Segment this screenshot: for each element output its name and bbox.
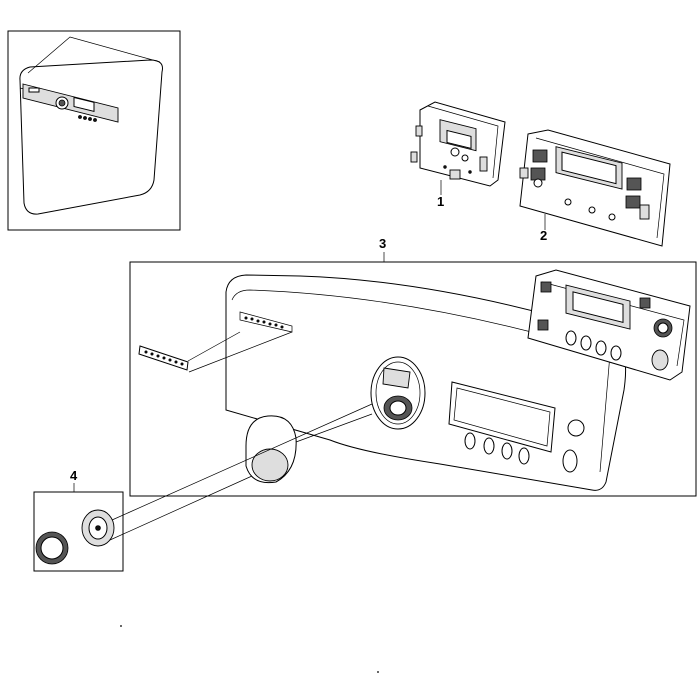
washer-illustration xyxy=(19,36,163,215)
part-2-main-board: 2 xyxy=(519,129,671,247)
callout-3: 3 xyxy=(379,236,386,251)
part-3-control-panel-assembly: 3 xyxy=(129,236,697,497)
callout-1: 1 xyxy=(437,194,444,209)
panel-pcb xyxy=(527,269,691,381)
display-window xyxy=(448,381,556,453)
callout-2: 2 xyxy=(540,228,547,243)
washer-overview-inset xyxy=(7,30,181,231)
part-4-knob-set: 4 xyxy=(33,403,373,572)
callout-4: 4 xyxy=(70,468,78,483)
part-1-control-board: 1 xyxy=(410,101,506,209)
